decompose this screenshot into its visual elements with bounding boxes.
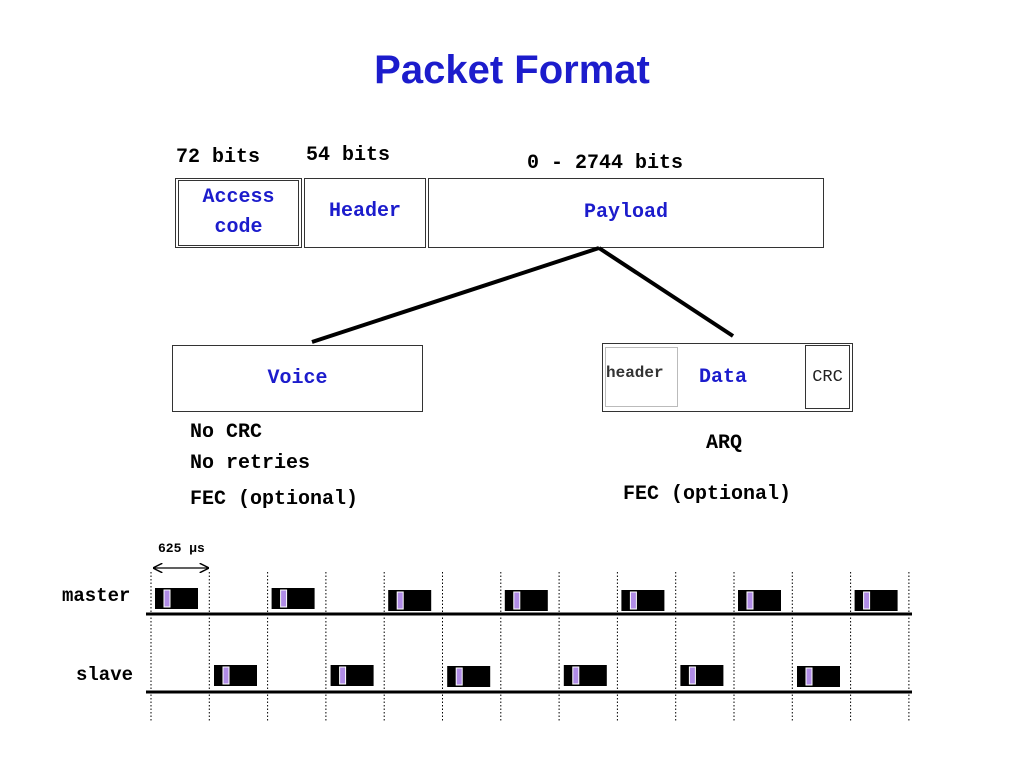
voice-note-no-crc: No CRC <box>190 421 263 444</box>
master-packet-marker <box>746 591 754 610</box>
voice-box: Voice <box>172 345 423 412</box>
header-box-label: Header <box>328 200 401 223</box>
slave-packet-marker <box>805 667 813 686</box>
access-code-box: Access code <box>178 180 299 246</box>
voice-note-fec: FEC (optional) <box>190 488 359 511</box>
master-packet <box>738 590 781 611</box>
slave-packet <box>680 665 724 686</box>
master-packet <box>155 588 198 609</box>
slave-packet <box>563 665 607 686</box>
master-packet-marker <box>513 591 521 610</box>
slot-duration-label: 625 µs <box>158 541 205 556</box>
master-packet-marker <box>396 591 404 610</box>
slave-packet <box>330 665 374 686</box>
master-packet-marker <box>863 591 871 610</box>
header-box: Header <box>304 178 426 248</box>
slave-packet <box>447 666 491 687</box>
access-code-bits-label: 72 bits <box>176 146 261 169</box>
voice-box-label: Voice <box>267 367 328 390</box>
master-packet-marker <box>163 589 171 608</box>
access-code-label-line1: Access <box>202 186 275 209</box>
voice-note-no-retries: No retries <box>190 452 311 475</box>
master-packet <box>621 590 665 611</box>
master-packet <box>271 588 315 609</box>
data-note-fec: FEC (optional) <box>623 483 792 506</box>
data-connector-line <box>597 246 735 338</box>
master-packet <box>854 590 898 611</box>
master-packet <box>388 590 432 611</box>
master-packet <box>504 590 548 611</box>
data-box-label: Data <box>699 366 748 389</box>
master-label: master <box>62 585 131 607</box>
master-packet-marker <box>629 591 637 610</box>
data-crc-label: CRC <box>812 367 843 387</box>
data-crc-box: CRC <box>805 345 850 409</box>
access-code-label-line2: code <box>214 216 263 239</box>
data-header-label: header <box>606 364 664 382</box>
slave-packet-marker <box>222 666 230 685</box>
slave-packet <box>797 666 840 687</box>
data-header-subbox <box>605 347 678 407</box>
slave-packet-marker <box>339 666 347 685</box>
slave-packet-marker <box>455 667 463 686</box>
data-note-arq: ARQ <box>706 432 743 455</box>
slave-packet <box>214 665 257 686</box>
payload-box: Payload <box>428 178 824 248</box>
master-packet-marker <box>280 589 288 608</box>
voice-connector-line <box>311 246 600 344</box>
slave-packet-marker <box>688 666 696 685</box>
header-bits-label: 54 bits <box>306 144 391 167</box>
slave-label: slave <box>76 664 134 686</box>
slave-packet-marker <box>572 666 580 685</box>
payload-box-label: Payload <box>583 201 668 224</box>
payload-bits-label: 0 - 2744 bits <box>527 152 684 175</box>
page-title: Packet Format <box>374 48 650 92</box>
